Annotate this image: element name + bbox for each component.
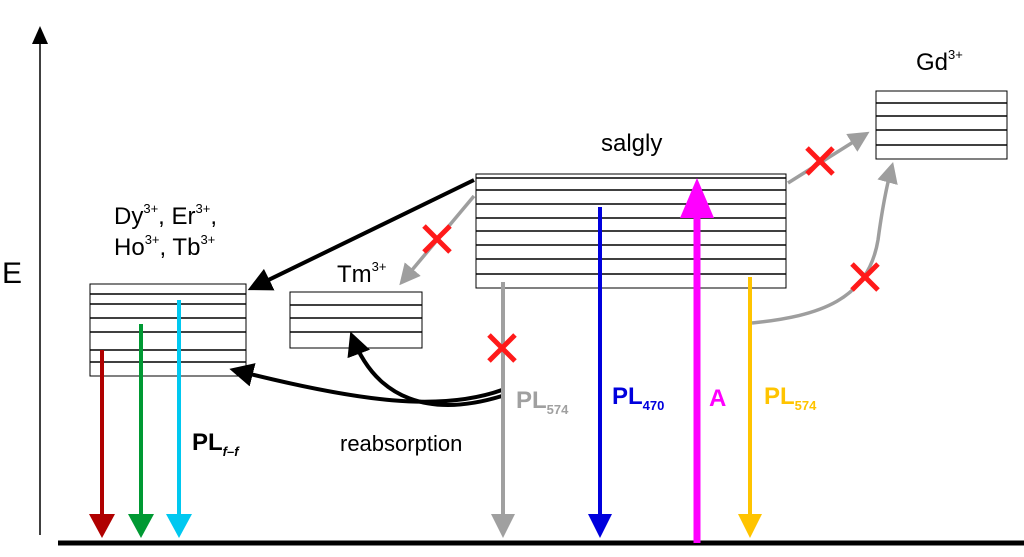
transfer-arrow-to-lanthanides	[247, 178, 475, 291]
tm-label: Tm3+	[337, 259, 386, 288]
absorption-label: A	[709, 385, 726, 412]
emission-arrowhead-green	[128, 514, 154, 538]
transfer-arrow-to-gd	[787, 131, 870, 185]
pl470-label: PL470	[612, 383, 664, 413]
reabsorption-label: reabsorption	[340, 431, 462, 456]
lanthanides-label-line2: Ho3+, Tb3+	[114, 232, 215, 261]
gd-levels	[875, 90, 1008, 160]
forbidden-cross-tm	[422, 224, 452, 254]
salgly-levels	[475, 173, 787, 289]
lanthanide-levels	[89, 283, 247, 377]
pl470-arrowhead	[588, 514, 612, 538]
pl574-right-label: PL574	[764, 383, 817, 413]
forbidden-cross-reabsorption	[487, 333, 517, 363]
tm-levels	[289, 291, 423, 349]
reabsorption-arrow-to-lanthanides	[229, 363, 503, 404]
pl-ff-label: PLf–f	[192, 429, 240, 459]
pl574-left-label: PL574	[516, 387, 569, 417]
forbidden-cross-gd-bottom	[850, 262, 880, 292]
gd-label: Gd3+	[916, 47, 963, 76]
pl574-right-arrowhead	[738, 514, 762, 538]
transfer-arrow-pl574-to-gd	[751, 161, 898, 325]
forbidden-cross-gd-top	[805, 146, 835, 176]
absorption-arrowhead	[680, 178, 714, 218]
lanthanides-label-line1: Dy3+, Er3+,	[114, 201, 217, 230]
reabsorption-arrow-to-tm	[347, 331, 503, 407]
emission-arrowhead-cyan	[166, 514, 192, 538]
energy-axis-label: E	[2, 257, 22, 290]
salgly-label: salgly	[601, 130, 662, 157]
emission-arrowhead-red	[89, 514, 115, 538]
energy-axis-arrowhead	[32, 26, 48, 44]
pl574-left-arrowhead	[491, 514, 515, 538]
